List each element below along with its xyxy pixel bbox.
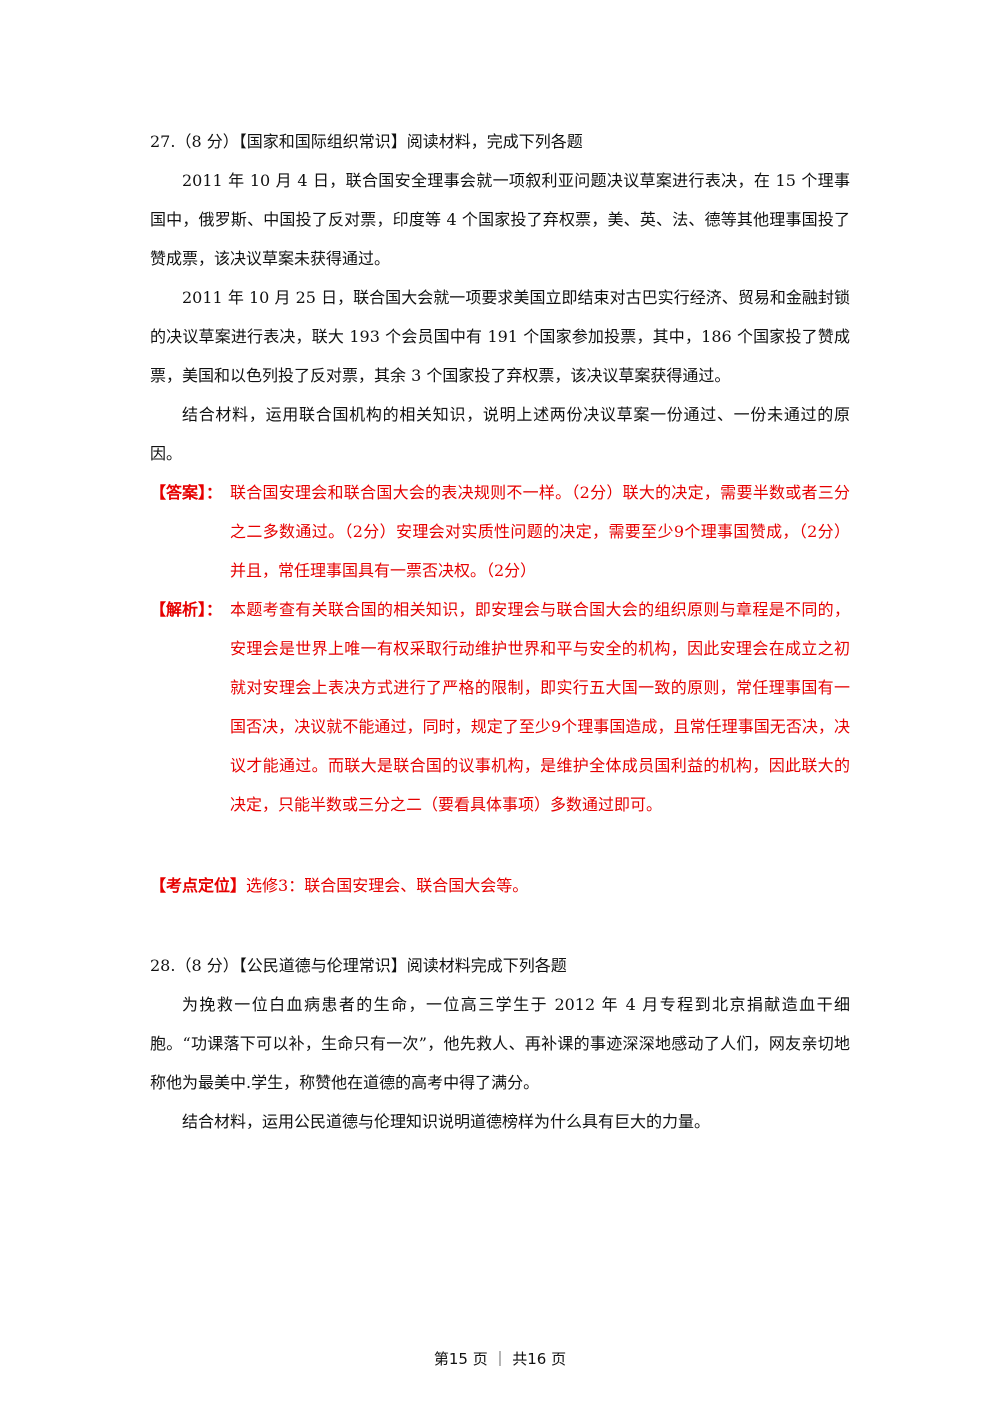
page-footer: 第15 页 ｜ 共16 页 xyxy=(433,1350,567,1368)
kaodian-tag: 【考点定位】 xyxy=(150,876,247,895)
question-27-prompt: 结合材料，运用联合国机构的相关知识，说明上述两份决议草案一份通过、一份未通过的原… xyxy=(150,405,850,463)
question-28-material: 为挽救一位白血病患者的生命，一位高三学生于 2012 年 4 月专程到北京捐献造… xyxy=(150,995,850,1092)
question-27-material-1: 2011 年 10 月 4 日，联合国安全理事会就一项叙利亚问题决议草案进行表决… xyxy=(150,171,850,268)
question-27-answer: 【答案】： 联合国安理会和联合国大会的表决规则不一样。（2分）联大的决定，需要半… xyxy=(150,473,850,590)
question-27-kaodian: 【考点定位】选修3：联合国安理会、联合国大会等。 xyxy=(150,876,528,896)
question-28-title: 28.（8 分）【公民道德与伦理常识】阅读材料完成下列各题 xyxy=(150,956,567,975)
analysis-text: 本题考查有关联合国的相关知识，即安理会与联合国大会的组织原则与章程是不同的，安理… xyxy=(230,600,850,814)
answer-text: 联合国安理会和联合国大会的表决规则不一样。（2分）联大的决定，需要半数或者三分之… xyxy=(230,483,850,580)
question-27-analysis: 【解析】： 本题考查有关联合国的相关知识，即安理会与联合国大会的组织原则与章程是… xyxy=(150,590,850,824)
kaodian-text: 选修3：联合国安理会、联合国大会等。 xyxy=(246,876,529,895)
analysis-tag: 【解析】： xyxy=(150,600,223,619)
question-28-prompt: 结合材料，运用公民道德与伦理知识说明道德榜样为什么具有巨大的力量。 xyxy=(182,1112,711,1131)
answer-tag: 【答案】： xyxy=(150,483,223,502)
question-27-material-2: 2011 年 10 月 25 日，联合国大会就一项要求美国立即结束对古巴实行经济… xyxy=(150,288,850,385)
question-27-title: 27.（8 分）【国家和国际组织常识】阅读材料，完成下列各题 xyxy=(150,132,583,151)
